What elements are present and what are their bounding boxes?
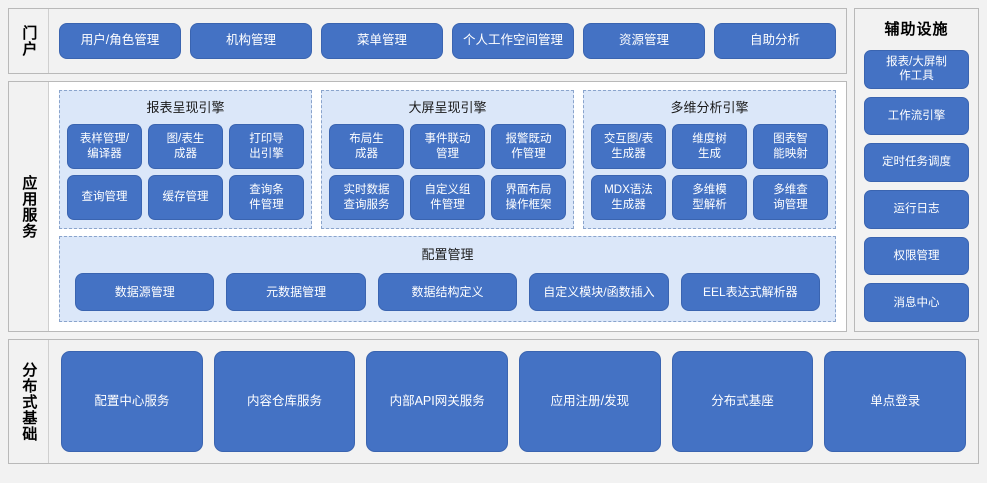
engine-report-item-2[interactable]: 打印导 出引擎: [229, 124, 304, 169]
aux-facilities-list: 报表/大屏制 作工具 工作流引擎 定时任务调度 运行日志 权限管理 消息中心: [864, 50, 969, 323]
upper-region: 门户 用户/角色管理 机构管理 菜单管理 个人工作空间管理 资源管理 自助分析 …: [8, 8, 979, 332]
portal-label-text: 门户: [20, 25, 38, 57]
portal-item-3[interactable]: 个人工作空间管理: [452, 23, 574, 59]
engine-report-item-4[interactable]: 缓存管理: [148, 175, 223, 220]
config-item-1[interactable]: 元数据管理: [226, 273, 366, 311]
distributed-item-4[interactable]: 分布式基座: [671, 351, 814, 452]
app-service-section-label: 应用服务: [9, 82, 49, 331]
portal-item-1[interactable]: 机构管理: [190, 23, 312, 59]
portal-item-0[interactable]: 用户/角色管理: [59, 23, 181, 59]
engine-groups: 报表呈现引擎 表样管理/ 编译器 图/表生 成器 打印导 出引擎 查询管理 缓存…: [59, 90, 836, 229]
engine-group-bigscreen: 大屏呈现引擎 布局生 成器 事件联动 管理 报警既动 作管理 实时数据 查询服务…: [321, 90, 574, 229]
engine-olap-item-2[interactable]: 图表智 能映射: [753, 124, 828, 169]
engine-group-report: 报表呈现引擎 表样管理/ 编译器 图/表生 成器 打印导 出引擎 查询管理 缓存…: [59, 90, 312, 229]
config-item-2[interactable]: 数据结构定义: [377, 273, 518, 311]
aux-facilities-title: 辅助设施: [884, 21, 949, 38]
engine-bigscreen-item-1[interactable]: 事件联动 管理: [410, 124, 485, 169]
config-management-items: 数据源管理 元数据管理 数据结构定义 自定义模块/函数插入 EEL表达式解析器: [69, 273, 826, 311]
engine-olap-item-3[interactable]: MDX语法 生成器: [591, 175, 666, 220]
portal-item-2[interactable]: 菜单管理: [321, 23, 443, 59]
app-service-section: 应用服务 报表呈现引擎 表样管理/ 编译器 图/表生 成器 打印导 出引擎 查询…: [8, 81, 847, 332]
engine-report-item-0[interactable]: 表样管理/ 编译器: [67, 124, 142, 169]
portal-items: 用户/角色管理 机构管理 菜单管理 个人工作空间管理 资源管理 自助分析: [49, 9, 846, 73]
distributed-item-2[interactable]: 内部API网关服务: [366, 351, 509, 452]
config-management-title: 配置管理: [421, 247, 474, 262]
engine-report-item-1[interactable]: 图/表生 成器: [148, 124, 223, 169]
aux-facilities-section: 辅助设施 报表/大屏制 作工具 工作流引擎 定时任务调度 运行日志 权限管理 消…: [854, 8, 979, 332]
engine-report-grid: 表样管理/ 编译器 图/表生 成器 打印导 出引擎 查询管理 缓存管理 查询条 …: [67, 124, 304, 220]
app-service-label-text: 应用服务: [20, 174, 38, 239]
aux-item-1[interactable]: 工作流引擎: [864, 96, 969, 136]
engine-olap-title: 多维分析引擎: [670, 100, 749, 115]
config-management-panel: 配置管理 数据源管理 元数据管理 数据结构定义 自定义模块/函数插入 EEL表达…: [59, 236, 836, 322]
distributed-item-1[interactable]: 内容仓库服务: [213, 351, 356, 452]
engine-bigscreen-item-5[interactable]: 界面布局 操作框架: [491, 175, 566, 220]
engine-bigscreen-grid: 布局生 成器 事件联动 管理 报警既动 作管理 实时数据 查询服务 自定义组 件…: [329, 124, 566, 220]
engine-report-item-3[interactable]: 查询管理: [67, 175, 142, 220]
engine-olap-item-0[interactable]: 交互图/表 生成器: [591, 124, 666, 169]
engine-bigscreen-item-4[interactable]: 自定义组 件管理: [410, 175, 485, 220]
portal-section-label: 门户: [9, 9, 49, 73]
app-service-body: 报表呈现引擎 表样管理/ 编译器 图/表生 成器 打印导 出引擎 查询管理 缓存…: [49, 82, 846, 331]
aux-item-2[interactable]: 定时任务调度: [864, 143, 969, 183]
portal-section: 门户 用户/角色管理 机构管理 菜单管理 个人工作空间管理 资源管理 自助分析: [8, 8, 847, 74]
distributed-base-section: 分布式基础 配置中心服务 内容仓库服务 内部API网关服务 应用注册/发现 分布…: [8, 339, 979, 464]
engine-bigscreen-title: 大屏呈现引擎: [408, 100, 487, 115]
aux-item-0[interactable]: 报表/大屏制 作工具: [864, 50, 969, 89]
engine-bigscreen-item-3[interactable]: 实时数据 查询服务: [329, 175, 404, 220]
portal-item-4[interactable]: 资源管理: [583, 23, 705, 59]
engine-olap-item-4[interactable]: 多维模 型解析: [672, 175, 747, 220]
engine-olap-item-5[interactable]: 多维查 询管理: [753, 175, 828, 220]
distributed-item-3[interactable]: 应用注册/发现: [519, 351, 661, 452]
engine-group-olap: 多维分析引擎 交互图/表 生成器 维度树 生成 图表智 能映射 MDX语法 生成…: [583, 90, 836, 229]
distributed-item-5[interactable]: 单点登录: [824, 351, 967, 452]
config-item-3[interactable]: 自定义模块/函数插入: [529, 273, 669, 311]
engine-report-item-5[interactable]: 查询条 件管理: [229, 175, 304, 220]
aux-item-5[interactable]: 消息中心: [864, 283, 969, 323]
portal-item-5[interactable]: 自助分析: [714, 23, 836, 59]
engine-olap-item-1[interactable]: 维度树 生成: [672, 124, 747, 169]
config-item-0[interactable]: 数据源管理: [75, 273, 215, 311]
config-item-4[interactable]: EEL表达式解析器: [680, 273, 821, 311]
engine-olap-grid: 交互图/表 生成器 维度树 生成 图表智 能映射 MDX语法 生成器 多维模 型…: [591, 124, 828, 220]
aux-item-3[interactable]: 运行日志: [864, 190, 969, 229]
distributed-base-items: 配置中心服务 内容仓库服务 内部API网关服务 应用注册/发现 分布式基座 单点…: [49, 340, 978, 463]
distributed-item-0[interactable]: 配置中心服务: [61, 351, 203, 452]
engine-bigscreen-item-2[interactable]: 报警既动 作管理: [491, 124, 566, 169]
left-column: 门户 用户/角色管理 机构管理 菜单管理 个人工作空间管理 资源管理 自助分析 …: [8, 8, 847, 332]
aux-item-4[interactable]: 权限管理: [864, 236, 969, 276]
distributed-base-label-text: 分布式基础: [20, 361, 38, 442]
engine-bigscreen-item-0[interactable]: 布局生 成器: [329, 124, 404, 169]
engine-report-title: 报表呈现引擎: [146, 100, 225, 115]
distributed-base-section-label: 分布式基础: [9, 340, 49, 463]
